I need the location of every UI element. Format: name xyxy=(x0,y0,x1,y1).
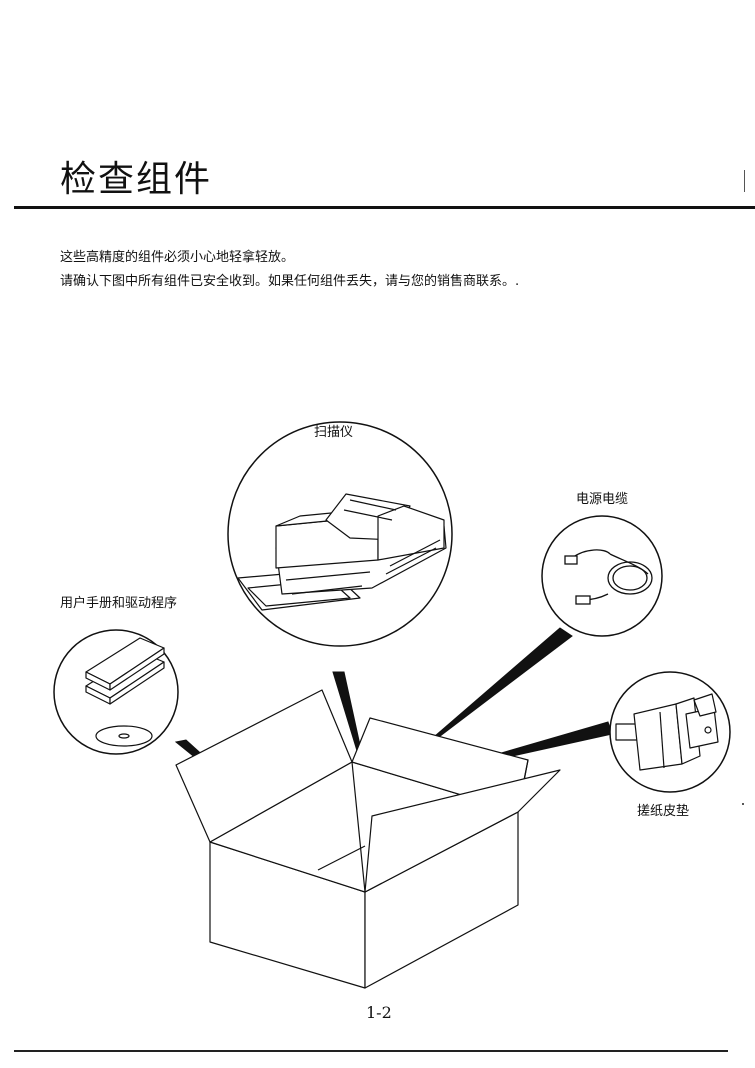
power-cable-icon xyxy=(564,549,653,605)
intro-line-2: 请确认下图中所有组件已安全收到。如果任何组件丢失，请与您的销售商联系。. xyxy=(60,274,520,289)
pointer-cable xyxy=(397,627,573,769)
paper-pad-circle xyxy=(609,671,731,793)
open-box xyxy=(175,689,561,989)
label-paper-pad: 搓纸皮垫 xyxy=(637,804,690,819)
paper-pad-icon xyxy=(615,693,719,771)
title-rule xyxy=(14,206,755,209)
label-scanner: 扫描仪 xyxy=(314,425,354,440)
manual-driver-icon xyxy=(85,637,165,747)
label-manual-driver: 用户手册和驱动程序 xyxy=(60,596,178,611)
intro-line-1: 这些高精度的组件必须小心地轻拿轻放。 xyxy=(60,250,295,265)
manual-driver-circle xyxy=(53,629,179,755)
power-cable-circle xyxy=(541,515,663,637)
bottom-rule xyxy=(14,1050,728,1052)
label-power-cable: 电源电缆 xyxy=(576,492,629,507)
edge-mark xyxy=(744,170,745,192)
scan-speck xyxy=(742,803,744,805)
scanner-circle xyxy=(227,421,453,647)
scanner-icon xyxy=(237,493,447,611)
intro-text: 这些高精度的组件必须小心地轻拿轻放。 请确认下图中所有组件已安全收到。如果任何组… xyxy=(60,246,519,294)
page-number: 1-2 xyxy=(366,1003,392,1022)
page-title: 检查组件 xyxy=(60,159,213,200)
